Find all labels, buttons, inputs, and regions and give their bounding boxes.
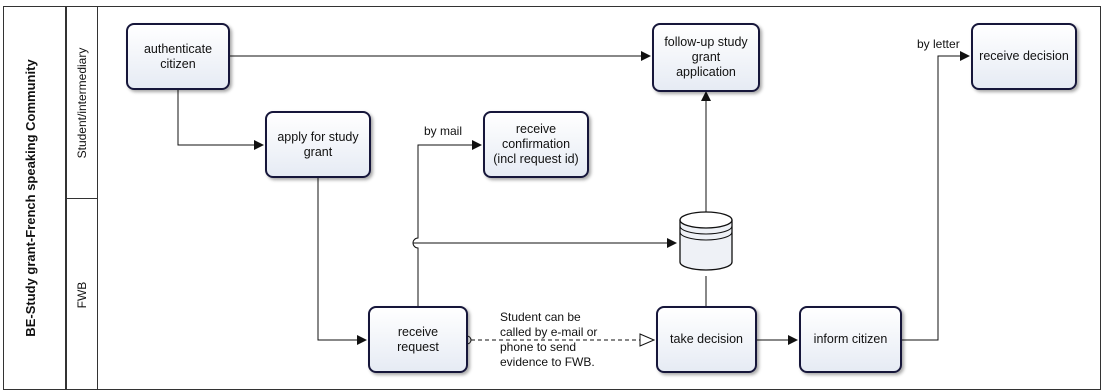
task-authenticate-citizen[interactable]: authenticate citizen: [126, 23, 230, 90]
task-receive-decision[interactable]: receive decision: [971, 23, 1077, 90]
task-label: receive request: [397, 324, 439, 354]
flow-request-to-confirmation: [412, 140, 482, 306]
task-label: apply for study grant: [277, 129, 359, 159]
task-inform-citizen[interactable]: inform citizen: [799, 306, 902, 373]
lane-fwb-header: [66, 198, 98, 390]
task-label: inform citizen: [813, 332, 888, 346]
flow-authenticate-to-apply: [177, 90, 264, 150]
task-receive-request[interactable]: receive request: [368, 306, 468, 373]
task-label: authenticate citizen: [143, 41, 213, 71]
task-label: take decision: [670, 332, 743, 346]
database-icon: [679, 211, 733, 271]
task-label: receive confirmation (incl request id): [493, 122, 579, 166]
flow-apply-to-receive-request: [317, 178, 367, 345]
task-follow-up-study-grant[interactable]: follow-up study grant application: [652, 23, 760, 92]
task-label: follow-up study grant application: [664, 35, 748, 79]
label-by-letter: by letter: [917, 37, 960, 51]
annotation-evidence: Student can be called by e-mail or phone…: [500, 310, 598, 369]
task-receive-confirmation[interactable]: receive confirmation (incl request id): [483, 111, 589, 178]
task-label: receive decision: [979, 49, 1069, 63]
flow-inform-to-receive-decision: [902, 51, 970, 341]
task-apply-for-study-grant[interactable]: apply for study grant: [265, 111, 371, 178]
label-by-mail: by mail: [424, 124, 463, 138]
pool-header: [3, 6, 66, 390]
task-take-decision[interactable]: take decision: [656, 306, 757, 373]
